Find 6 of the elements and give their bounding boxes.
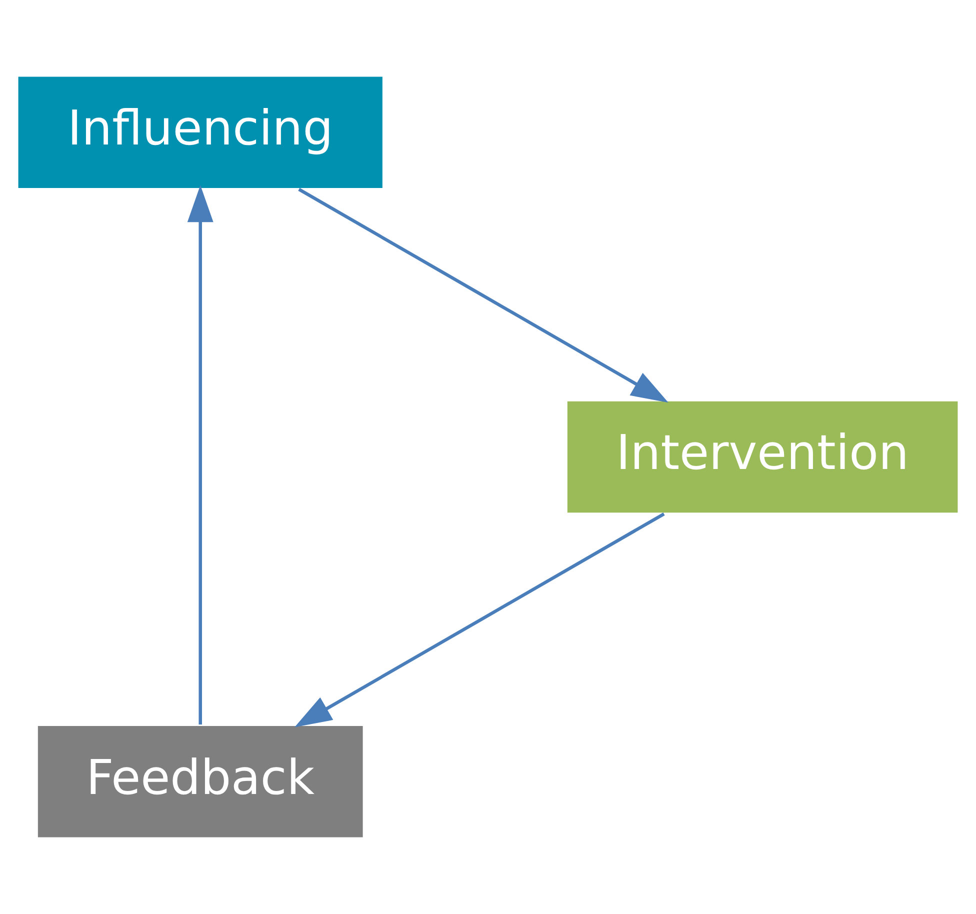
node-box: Feedback <box>36 724 365 840</box>
arrow <box>187 185 214 725</box>
node-box: Influencing <box>16 74 385 190</box>
arrow <box>294 512 665 728</box>
node-box: Intervention <box>565 399 960 515</box>
arrow <box>298 188 668 403</box>
